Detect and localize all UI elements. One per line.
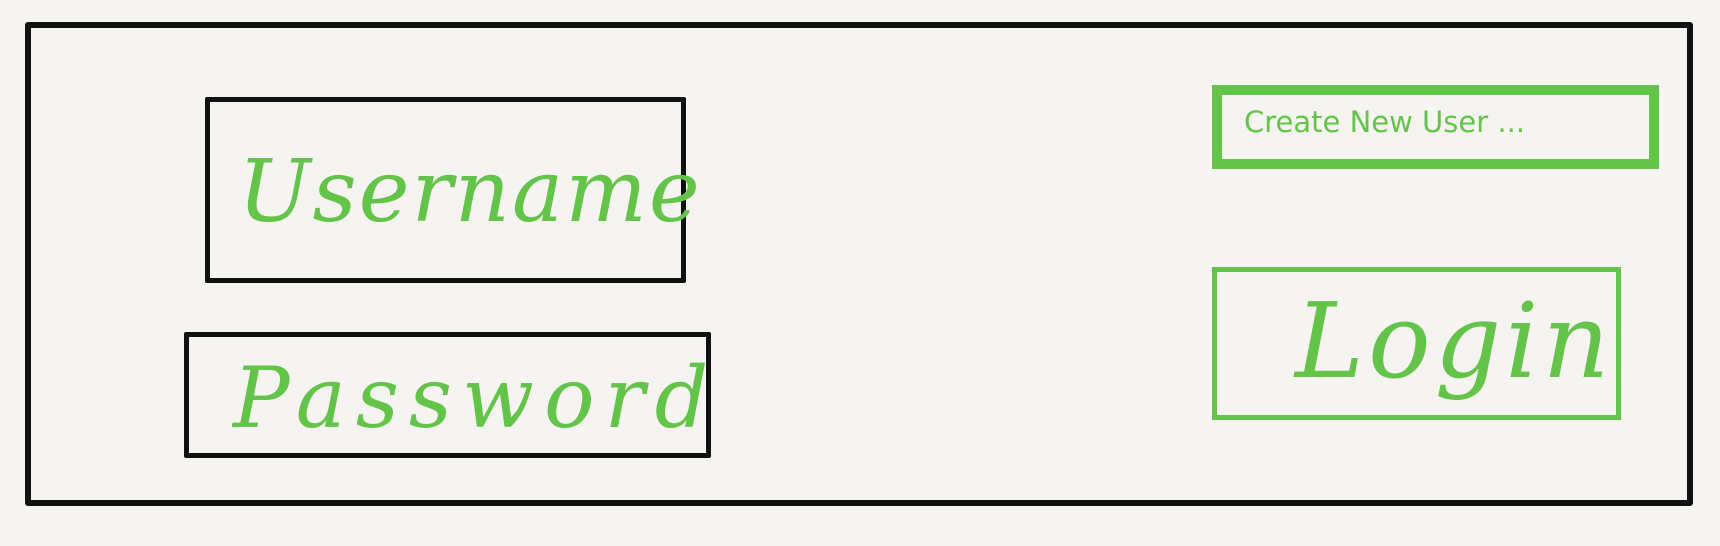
username-field[interactable]: Username (205, 97, 700, 283)
create-new-user-button[interactable]: Create New User ... (1212, 85, 1659, 169)
create-new-user-label: Create New User ... (1244, 105, 1526, 139)
username-field-placeholder: Username (238, 142, 702, 242)
password-field[interactable]: Password (184, 332, 711, 458)
login-button[interactable]: Login (1212, 267, 1621, 420)
password-field-placeholder: Password (233, 349, 719, 447)
login-button-label: Login (1295, 280, 1614, 402)
